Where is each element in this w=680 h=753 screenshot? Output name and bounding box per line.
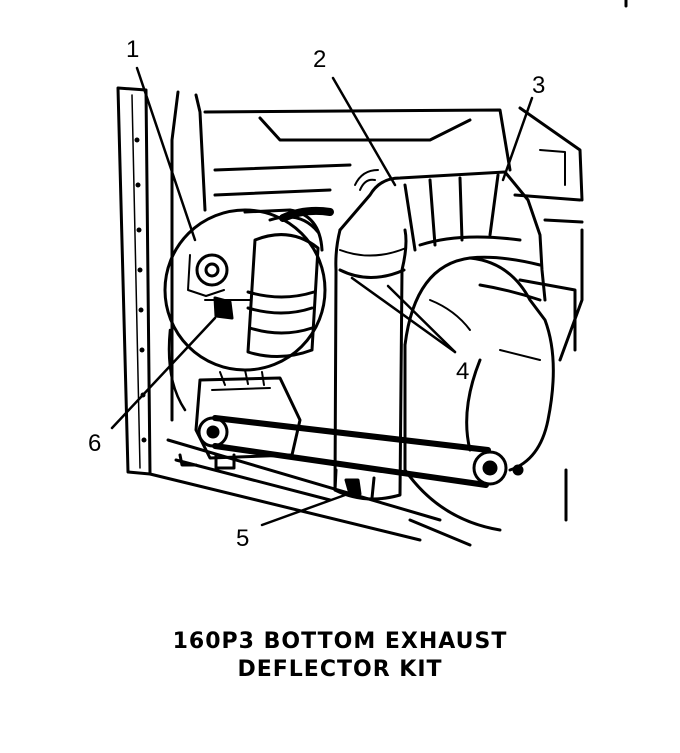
- drive-belt: [212, 415, 491, 488]
- callout-6: 6: [88, 430, 102, 457]
- leader-6: [110, 316, 217, 430]
- leader-2: [331, 76, 397, 187]
- caption-line-1: 160P3 BOTTOM EXHAUST: [172, 629, 508, 654]
- callout-2: 2: [313, 46, 327, 73]
- duct-gasket: [279, 206, 334, 222]
- leader-4b: [386, 284, 457, 354]
- leader-4a: [350, 276, 457, 354]
- idler-pulley: [472, 450, 508, 486]
- motor-pulley: [197, 416, 229, 448]
- blower-housing: [403, 256, 555, 532]
- callout-3: 3: [532, 72, 546, 99]
- callout-5: 5: [236, 525, 250, 552]
- caption-line-2: DEFLECTOR KIT: [237, 657, 443, 682]
- cabinet-base: [148, 438, 568, 547]
- leader-5: [260, 493, 347, 527]
- leader-lines: [110, 66, 534, 527]
- callout-4: 4: [456, 358, 470, 385]
- callout-1: 1: [126, 36, 140, 63]
- detail-inset: [163, 208, 327, 372]
- exhaust-duct-elbow: [338, 169, 547, 302]
- exhaust-tube: [333, 228, 408, 501]
- leader-1: [135, 66, 197, 242]
- leader-3: [501, 96, 534, 182]
